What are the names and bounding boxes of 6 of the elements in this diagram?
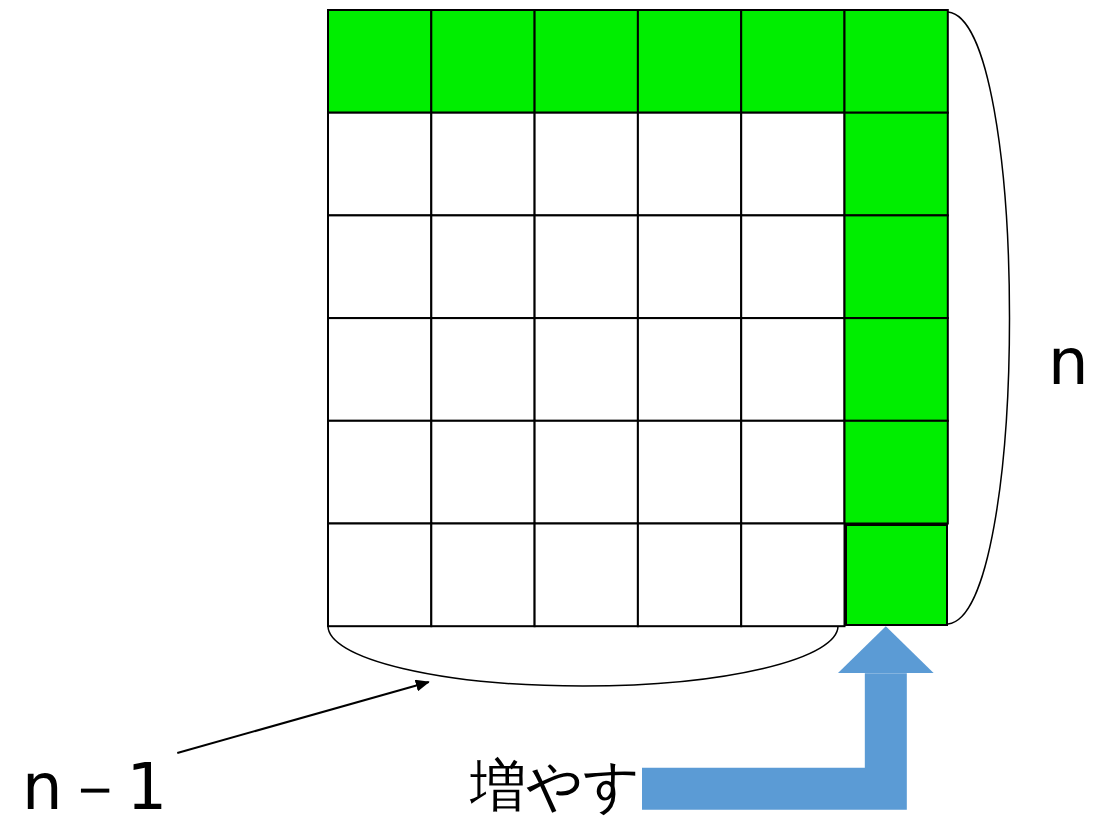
leader-arrow [176,679,430,754]
caption-text: 増やす [470,758,640,814]
dimension-label: n [1048,330,1089,394]
block-arrow [642,626,934,810]
dimension-label: n－1 [22,755,168,819]
grid-cell [844,523,948,627]
